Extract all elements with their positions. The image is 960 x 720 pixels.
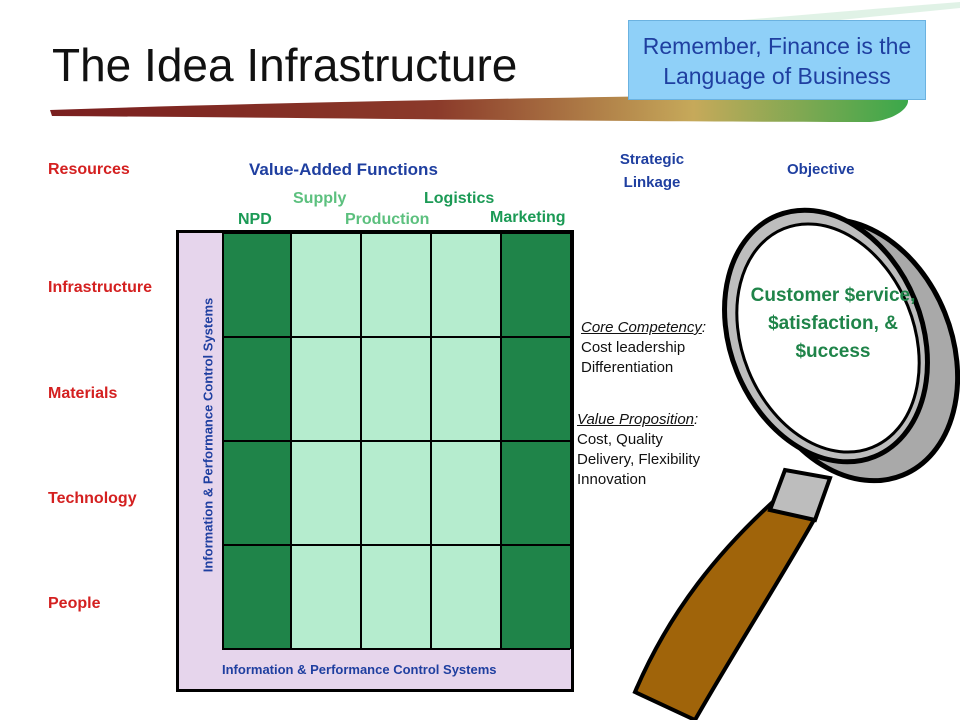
value-added-header: Value-Added Functions — [249, 160, 438, 179]
objective-header: Objective — [787, 161, 855, 178]
resource-people: People — [48, 595, 101, 612]
function-logistics: Logistics — [424, 190, 495, 207]
grid-cell — [431, 545, 501, 649]
resource-technology: Technology — [48, 490, 137, 507]
page-title: The Idea Infrastructure — [52, 39, 518, 91]
value-proposition-block: Value Proposition: Cost, Quality Deliver… — [577, 410, 700, 490]
strategic-linkage-header: Strategic Linkage — [619, 151, 685, 191]
resources-header: Resources — [48, 161, 130, 178]
grid-cell — [223, 233, 291, 337]
core-competency-block: Core Competency: Cost leadership Differe… — [581, 318, 706, 378]
grid-cell — [291, 545, 361, 649]
core-competency-heading: Core Competency: — [581, 319, 707, 336]
objective-text: Customer $ervice, $atisfaction, & $ucces… — [750, 285, 916, 362]
grid-cell — [431, 233, 501, 337]
function-npd: NPD — [238, 211, 272, 228]
grid-cell — [361, 233, 431, 337]
function-supply: Supply — [293, 190, 347, 207]
grid-cell — [501, 233, 571, 337]
grid-cell — [501, 545, 571, 649]
control-systems-vertical-label: Information & Performance Control System… — [200, 297, 216, 573]
control-systems-bottom-label: Information & Performance Control System… — [222, 662, 497, 677]
magnifying-glass-icon — [632, 207, 960, 720]
value-proposition-item: Delivery, Flexibility — [577, 451, 701, 468]
value-grid — [222, 232, 571, 650]
grid-cell — [223, 337, 291, 441]
value-proposition-item: Innovation — [577, 471, 647, 488]
core-competency-item: Differentiation — [581, 359, 674, 376]
grid-cell — [291, 337, 361, 441]
grid-cell — [431, 337, 501, 441]
function-marketing: Marketing — [490, 209, 566, 226]
core-competency-item: Cost leadership — [581, 339, 686, 356]
value-proposition-heading: Value Proposition: — [577, 411, 699, 428]
grid-cell — [291, 441, 361, 545]
grid-cell — [501, 441, 571, 545]
grid-cell — [361, 545, 431, 649]
resource-materials: Materials — [48, 385, 118, 402]
grid-cell — [361, 337, 431, 441]
function-production: Production — [345, 211, 430, 228]
grid-cell — [223, 441, 291, 545]
resource-infrastructure: Infrastructure — [48, 279, 153, 296]
grid-cell — [431, 441, 501, 545]
grid-cell — [361, 441, 431, 545]
grid-cell — [223, 545, 291, 649]
value-proposition-item: Cost, Quality — [577, 431, 663, 448]
grid-cell — [291, 233, 361, 337]
finance-callout: Remember, Finance is the Language of Bus… — [628, 20, 926, 100]
grid-cell — [501, 337, 571, 441]
